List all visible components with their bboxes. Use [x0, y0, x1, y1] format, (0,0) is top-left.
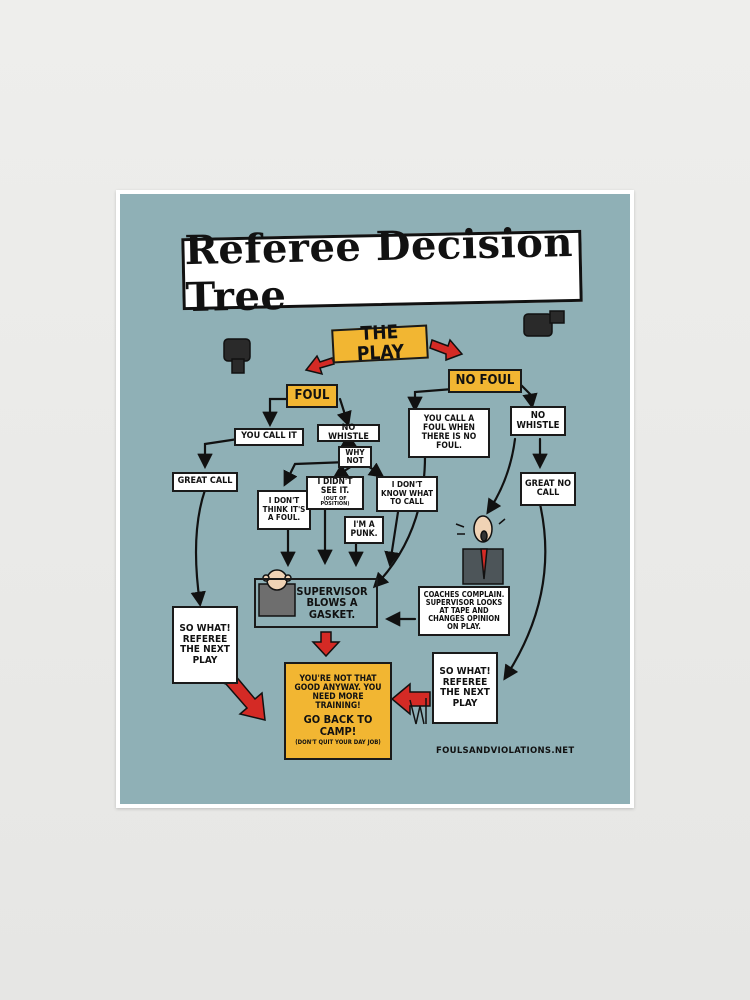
page-title: Referee Decision Tree — [181, 219, 583, 321]
node-dont-think: I don't think it's a foul. — [257, 490, 311, 530]
node-supervisor: Supervisor blows a gasket. — [254, 578, 378, 628]
node-didnt-see: I didn't see it. (out of position) — [306, 476, 364, 510]
node-no-whistle-right: No whistle — [510, 406, 566, 436]
didnt-see-label: I didn't see it. — [317, 476, 353, 496]
node-dont-know: I don't know what to call — [376, 476, 438, 512]
final-note-text: (Don't quit your day job) — [295, 739, 381, 747]
node-so-what-left: So what! Referee the next play — [172, 606, 238, 684]
final-main-text: You're not that good anyway. You need mo… — [294, 674, 382, 712]
whistle-icon — [223, 310, 565, 374]
connector-lines — [190, 310, 565, 725]
node-you-call-a-foul: You call a foul when there is no foul. — [408, 408, 490, 458]
node-so-what-right: So what! Referee the next play — [432, 652, 498, 724]
didnt-see-note: (out of position) — [320, 495, 350, 508]
node-foul: Foul — [286, 384, 338, 408]
poster-frame: Referee Decision Tree The Play Foul No F… — [116, 190, 634, 808]
website-credit: foulsandviolations.net — [436, 746, 575, 756]
supervisor-label: Supervisor blows a gasket. — [296, 584, 368, 621]
supervisor-figure — [258, 569, 296, 617]
node-no-foul: No Foul — [448, 369, 522, 393]
poster-artwork: Referee Decision Tree The Play Foul No F… — [120, 194, 630, 804]
coach-figure — [455, 515, 506, 585]
node-great-no-call: Great no call — [520, 472, 576, 506]
node-why-not: Why not — [338, 446, 372, 468]
node-the-play: The Play — [331, 321, 429, 365]
node-great-call: Great call — [172, 472, 238, 492]
node-final: You're not that good anyway. You need mo… — [284, 662, 392, 760]
node-no-whistle-left: No whistle — [317, 423, 380, 442]
final-camp-text: Go back to camp! — [303, 713, 373, 738]
node-coaches: Coaches complain. Supervisor looks at ta… — [418, 586, 510, 636]
node-im-a-punk: I'm a punk. — [344, 516, 384, 544]
artist-signature — [409, 698, 427, 725]
node-you-call-it: You call it — [234, 428, 304, 446]
